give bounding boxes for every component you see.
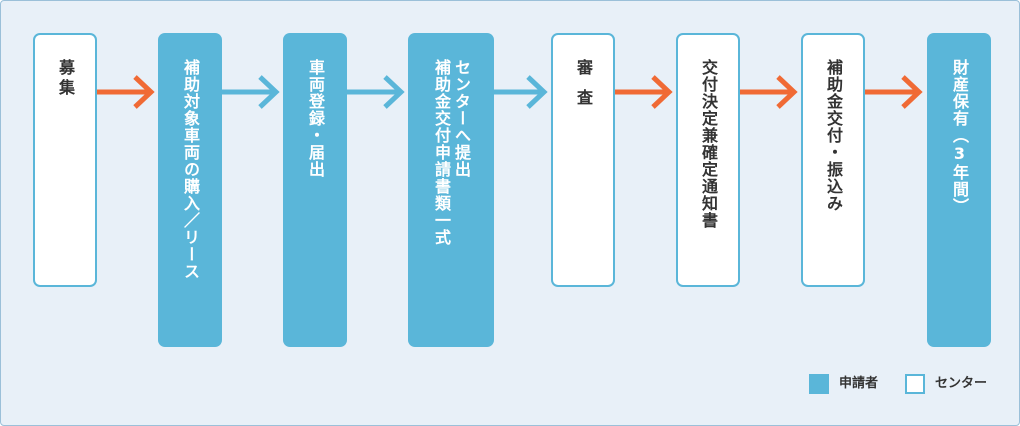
legend-applicant-swatch xyxy=(809,374,829,394)
arrow-right-icon xyxy=(865,75,923,109)
legend-applicant-label: 申請者 xyxy=(839,376,879,391)
step-vehicle-purchase-lease: 補助対象車両の購入／リース xyxy=(158,33,222,347)
step-label: 車両登録・届出 xyxy=(306,59,325,178)
step-recruitment: 募集 xyxy=(33,33,97,287)
step-label: 審査 xyxy=(574,59,593,119)
legend-center-label: センター xyxy=(935,376,988,391)
step-vehicle-registration: 車両登録・届出 xyxy=(283,33,347,347)
arrow-right-icon xyxy=(97,75,155,109)
arrow-right-icon xyxy=(494,75,548,109)
step-label: 募集 xyxy=(56,59,75,99)
arrow-right-icon xyxy=(347,75,405,109)
legend-center-swatch xyxy=(905,374,925,394)
step-label: 交付決定兼確定通知書 xyxy=(699,59,718,229)
arrow-right-icon xyxy=(615,75,673,109)
step-review: 審査 xyxy=(551,33,615,287)
step-label: 補助対象車両の購入／リース xyxy=(181,59,200,280)
step-grant-decision-notice: 交付決定兼確定通知書 xyxy=(676,33,740,287)
step-label: 財産保有（3年間） xyxy=(950,59,969,215)
step-label-line2: センターへ提出 xyxy=(452,59,471,178)
step-grant-payment: 補助金交付・振込み xyxy=(801,33,865,287)
step-submit-application-documents: 補助金交付申請書類一式 センターへ提出 xyxy=(408,33,494,347)
step-asset-retention: 財産保有（3年間） xyxy=(927,33,991,347)
step-label: 補助金交付・振込み xyxy=(824,59,843,212)
arrow-right-icon xyxy=(740,75,798,109)
arrow-right-icon xyxy=(222,75,280,109)
step-label: 補助金交付申請書類一式 xyxy=(432,59,451,246)
